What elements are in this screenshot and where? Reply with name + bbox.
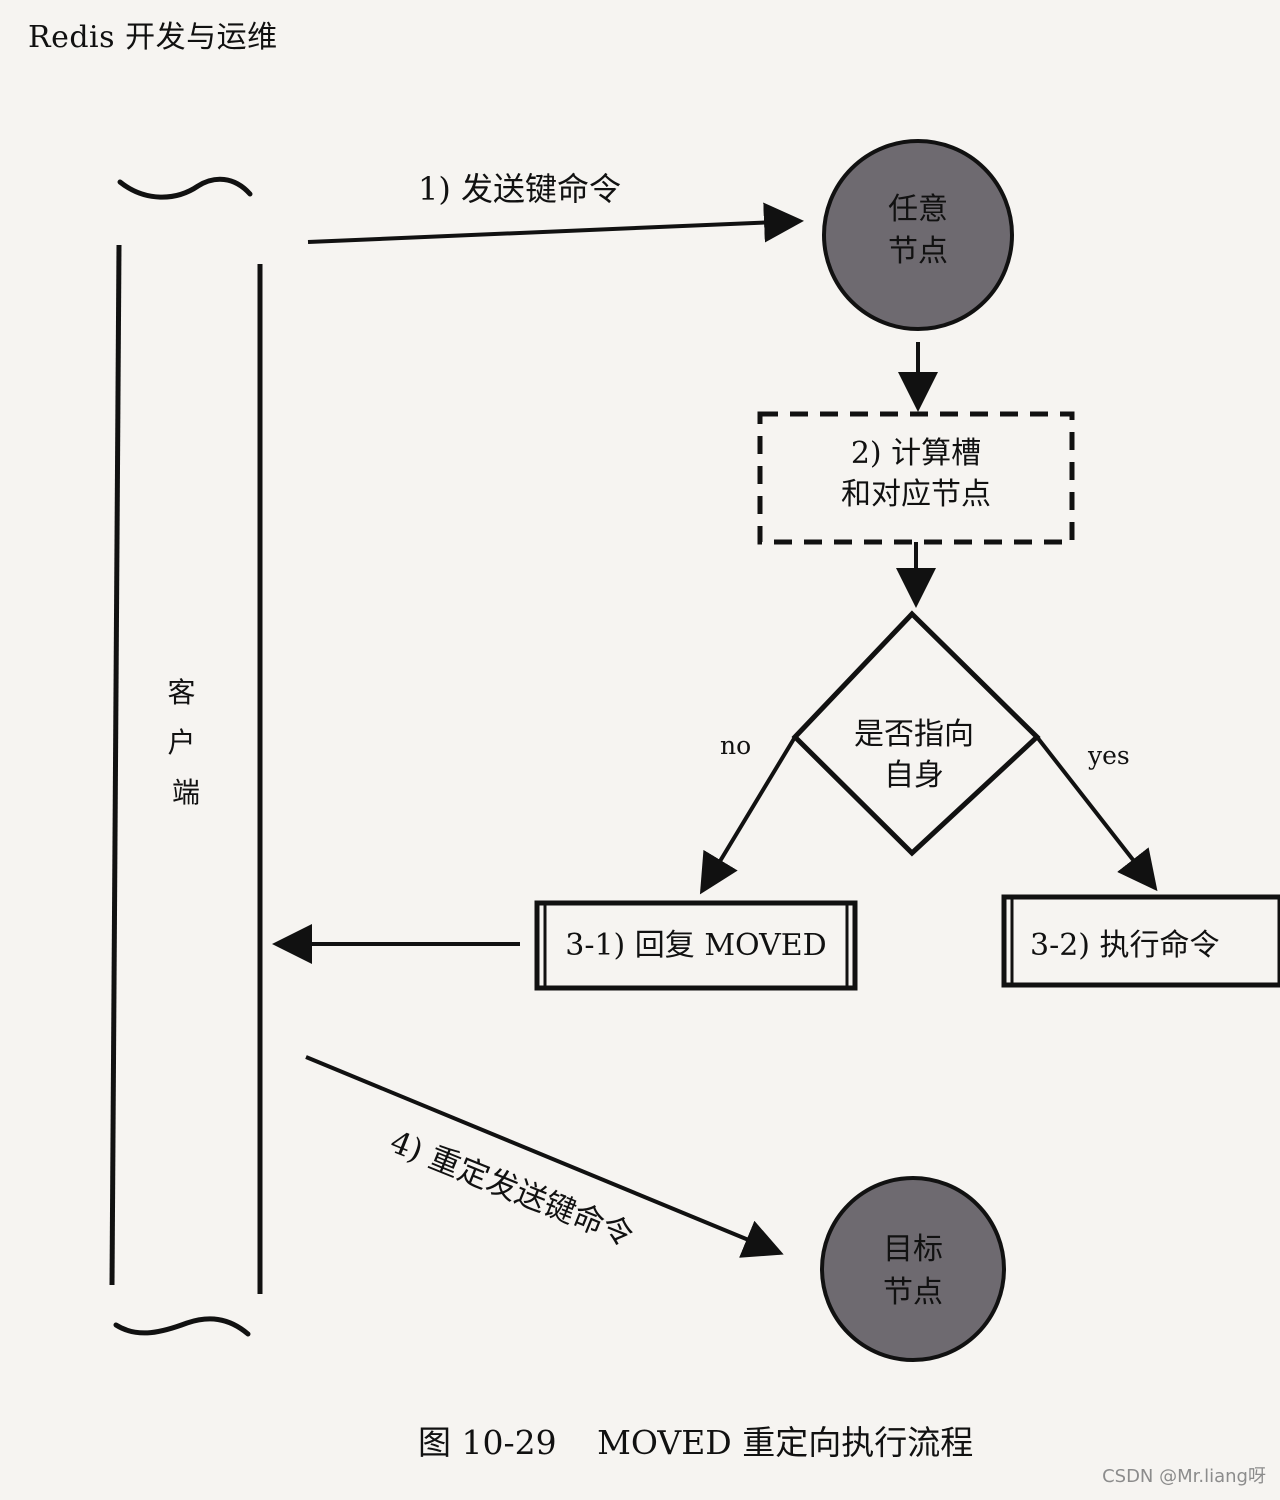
figure-title: MOVED 重定向执行流程 <box>597 1423 974 1462</box>
any-node-label-line-1: 任意 <box>888 192 948 227</box>
decision-label-line-2: 自身 <box>884 758 944 793</box>
any-node-label-line-2: 节点 <box>888 234 948 269</box>
client-column: 客 户 端 <box>109 176 263 1337</box>
target-node: 目标 节点 <box>820 1176 1006 1362</box>
decision-diamond: 是否指向 自身 <box>791 610 1041 857</box>
step2-box: 2) 计算槽 和对应节点 <box>757 411 1075 545</box>
step4-arrow <box>305 1055 784 1258</box>
client-label-char-1: 客 <box>168 676 196 709</box>
yes-label: yes <box>1087 741 1130 770</box>
figure-caption: 图 10-29 MOVED 重定向执行流程 <box>418 1416 973 1464</box>
step3-1-label: 3-1) 回复 MOVED <box>565 928 827 963</box>
step2-label-line-1: 2) 计算槽 <box>851 436 981 471</box>
step2-label-line-2: 和对应节点 <box>841 477 991 512</box>
no-label: no <box>720 731 751 760</box>
decision-label-line-1: 是否指向 <box>854 717 974 752</box>
target-node-label-line-2: 节点 <box>883 1275 943 1310</box>
decision-no-arrow <box>699 735 797 895</box>
csdn-watermark: CSDN @Mr.liang呀 <box>1102 1466 1266 1487</box>
step3-2-label: 3-2) 执行命令 <box>1030 928 1220 963</box>
decision-yes-arrow <box>1035 735 1158 892</box>
step1-label: 1) 发送键命令 <box>418 170 621 208</box>
target-node-label-line-1: 目标 <box>883 1232 943 1267</box>
client-label-char-2: 户 <box>168 726 196 759</box>
client-label: 客 户 端 <box>168 676 205 809</box>
step3-2-box: 3-2) 执行命令 <box>1001 894 1280 988</box>
step3-1-box: 3-1) 回复 MOVED <box>534 900 858 991</box>
step1-arrow <box>307 202 804 244</box>
client-label-char-3: 端 <box>172 776 200 809</box>
figure-number: 图 10-29 <box>418 1423 557 1462</box>
any-node: 任意 节点 <box>822 139 1014 331</box>
book-title-header: Redis 开发与运维 <box>28 20 278 55</box>
